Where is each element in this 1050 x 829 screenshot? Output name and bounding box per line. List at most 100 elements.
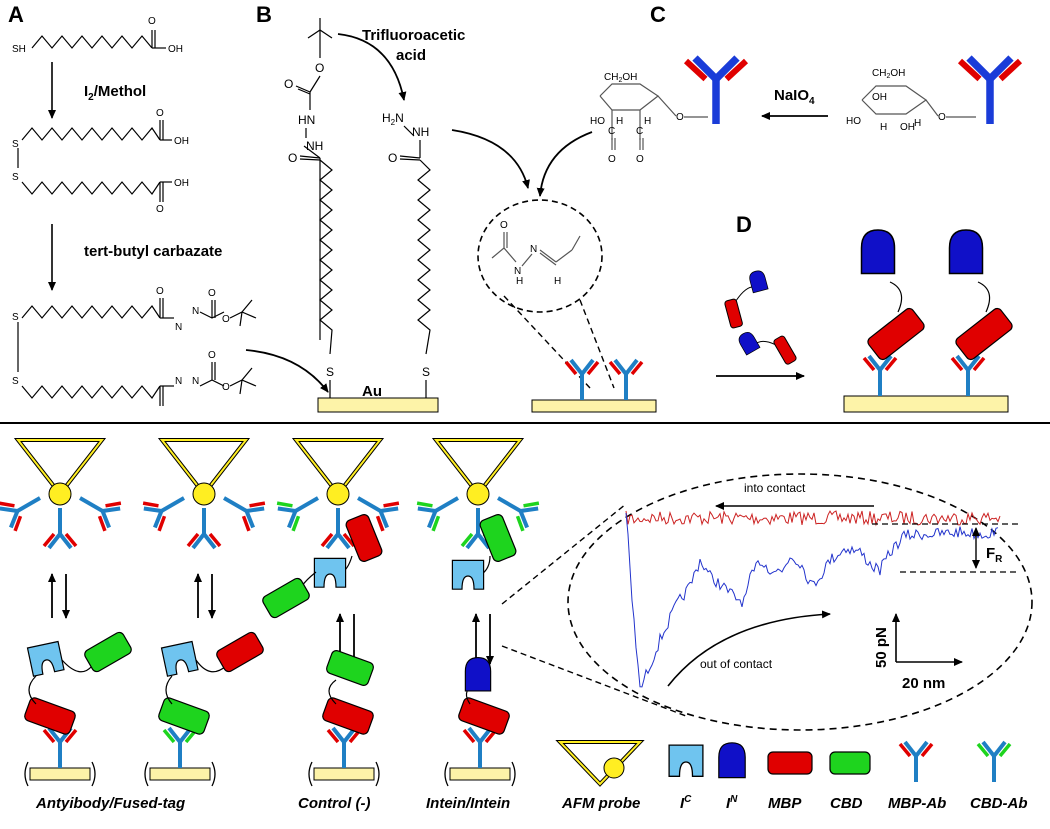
out-of-contact-label: out of contact: [700, 657, 773, 671]
svg-text:O: O: [222, 314, 230, 325]
thiol-acid-structure: SH O OH: [12, 16, 183, 55]
scale-x-label: 20 nm: [902, 675, 945, 692]
d-antibody-1: [862, 354, 898, 398]
d-antibody-2: [950, 354, 986, 398]
condition-label-antibody: Antyibody/Fused-tag: [35, 795, 185, 812]
hydrazide-chain-structure: H2N NH O S: [382, 111, 431, 398]
free-mbp-in-2: [736, 329, 797, 365]
svg-text:CBD: CBD: [830, 795, 863, 812]
oxidized-sugar-structure: CH2OH HO H H C C O O O: [590, 72, 708, 165]
panel-a: A SH O OH I2/Methol O OH S S: [8, 2, 329, 406]
glycan-structure: CH2OH HO OH H OH H O: [846, 68, 976, 133]
arrow-tfa: [337, 33, 407, 101]
into-contact-label: into contact: [744, 481, 806, 495]
au-label: Au: [362, 383, 382, 400]
svg-text:HO: HO: [846, 116, 861, 127]
arrow-c-to-coupling: [536, 131, 593, 197]
svg-text:O: O: [148, 16, 156, 27]
panel-letter-a: A: [8, 2, 24, 27]
svg-text:CBD-Ab: CBD-Ab: [970, 795, 1028, 812]
svg-text:H: H: [516, 276, 523, 287]
antibody-native: [957, 55, 1023, 124]
boc-disulfide-structure: O N N O O S S N N O O: [12, 286, 257, 406]
legend-afm-probe: AFM probe: [555, 740, 645, 812]
free-mbp-in-1: [724, 268, 769, 329]
legend-mbp: MBP: [767, 751, 813, 812]
legend-mbp-ab: MBP-Ab: [888, 740, 946, 812]
svg-text:H: H: [554, 276, 561, 287]
d-in-1: [860, 229, 896, 275]
legend: AFM probe IC IN MBP CBD MBP-Ab CBD-Ab: [555, 740, 1028, 812]
svg-text:S: S: [12, 172, 19, 183]
d-in-2: [948, 229, 984, 275]
antibody-oxidized: [683, 55, 749, 124]
svg-text:AFM probe: AFM probe: [561, 795, 640, 812]
svg-text:HO: HO: [590, 116, 605, 127]
svg-text:N: N: [175, 376, 182, 387]
gold-surface: [317, 397, 439, 413]
d-mbp-1: [867, 307, 925, 361]
arrow-b-to-coupling: [451, 129, 530, 189]
scale-y-label: 50 pN: [873, 627, 890, 668]
svg-text:S: S: [12, 376, 19, 387]
svg-text:IN: IN: [726, 794, 738, 812]
panel-b: B O O HN NH O S H2N NH: [256, 2, 530, 413]
sh-label: SH: [12, 44, 26, 55]
svg-text:IC: IC: [680, 794, 692, 812]
legend-cbd: CBD: [829, 751, 871, 812]
panel-letter-d: D: [736, 212, 752, 237]
reagent-naio4: NaIO4: [774, 87, 815, 107]
reagent-tert-butyl-carbazate: tert-butyl carbazate: [84, 243, 222, 260]
reagent-tfa-line2: acid: [396, 47, 426, 64]
svg-text:C: C: [636, 126, 643, 137]
svg-text:NH: NH: [412, 125, 429, 139]
scale-bar: 50 pN 20 nm: [873, 613, 963, 692]
d-surface: [843, 395, 1009, 413]
svg-text:O: O: [500, 220, 508, 231]
svg-text:N: N: [175, 322, 182, 333]
svg-text:H: H: [880, 122, 887, 133]
svg-text:OH: OH: [174, 178, 189, 189]
svg-text:O: O: [676, 112, 684, 123]
force-curve-zoom: into contact out of contact FR 50 pN 20 …: [567, 473, 1033, 731]
svg-text:MBP: MBP: [768, 795, 802, 812]
svg-text:CH2OH: CH2OH: [604, 72, 637, 84]
h2n-label: H2N: [382, 111, 404, 127]
d-mbp-2: [955, 307, 1013, 361]
svg-text:NH: NH: [306, 139, 323, 153]
arrow-out-of-contact: [667, 610, 831, 687]
legend-in: IN: [718, 742, 746, 812]
boc-chain-structure: O O HN NH O S: [284, 18, 334, 398]
svg-text:S: S: [12, 139, 19, 150]
svg-text:N: N: [192, 306, 199, 317]
svg-text:O: O: [608, 154, 616, 165]
svg-text:O: O: [208, 350, 216, 361]
svg-text:N: N: [514, 266, 521, 277]
reagent-tfa-line1: Trifluoroacetic: [362, 27, 465, 44]
svg-text:S: S: [422, 365, 430, 379]
svg-text:C: C: [608, 126, 615, 137]
approach-trace: [625, 510, 1001, 527]
svg-text:O: O: [222, 382, 230, 393]
svg-text:H: H: [644, 116, 651, 127]
condition-antibody-mbp: [0, 438, 132, 787]
svg-text:O: O: [315, 61, 324, 75]
svg-text:O: O: [388, 151, 397, 165]
force-rupture-label: FR: [986, 545, 1003, 565]
svg-text:O: O: [156, 108, 164, 119]
condition-intein: [413, 438, 687, 787]
svg-text:HN: HN: [298, 113, 315, 127]
svg-text:OH: OH: [174, 136, 189, 147]
svg-text:O: O: [636, 154, 644, 165]
svg-text:O: O: [156, 204, 164, 215]
svg-text:N: N: [192, 376, 199, 387]
svg-text:O: O: [156, 286, 164, 297]
arrow-a-to-b: [245, 349, 329, 393]
disulfide-diacid-structure: O OH S S O OH: [12, 108, 189, 215]
legend-ic: IC: [668, 744, 704, 812]
hydrazone-zoom: O N H N H: [477, 199, 615, 389]
condition-label-control: Control (-): [298, 795, 370, 812]
svg-text:O: O: [288, 151, 297, 165]
condition-antibody-cbd: [139, 438, 269, 787]
